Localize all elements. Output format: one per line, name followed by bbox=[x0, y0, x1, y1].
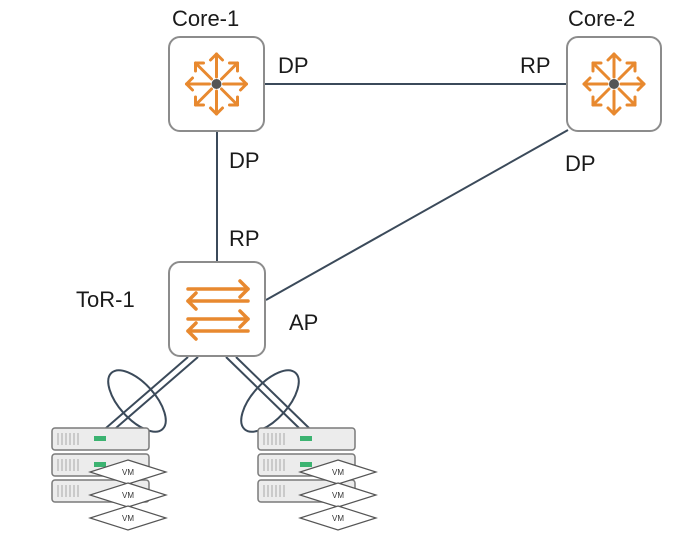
core1-label: Core-1 bbox=[172, 6, 240, 31]
router-arrows-icon bbox=[582, 52, 646, 116]
tor1-switch[interactable] bbox=[168, 261, 266, 357]
port-label-core2-down: DP bbox=[565, 151, 596, 176]
link-bundle-right bbox=[225, 356, 310, 433]
vm-label: VM bbox=[122, 491, 134, 500]
vm-label: VM bbox=[122, 468, 134, 477]
switch-arrows-icon bbox=[186, 279, 250, 341]
port-label-tor1-up: RP bbox=[229, 226, 260, 251]
vm-label: VM bbox=[332, 491, 344, 500]
server-stack-left: VM VM VM bbox=[51, 427, 168, 531]
port-label-core1-right: DP bbox=[278, 53, 309, 78]
port-label-core1-down: DP bbox=[229, 148, 260, 173]
tor1-label: ToR-1 bbox=[76, 287, 135, 312]
router-arrows-icon bbox=[185, 52, 248, 116]
port-label-core2-left: RP bbox=[520, 53, 551, 78]
vm-diamond-icon bbox=[298, 459, 378, 531]
link-bundle-left bbox=[105, 356, 199, 433]
port-label-tor1-right: AP bbox=[289, 310, 319, 335]
core2-label: Core-2 bbox=[568, 6, 636, 31]
vm-label: VM bbox=[122, 514, 134, 523]
vm-diamond-icon bbox=[88, 459, 168, 531]
vm-label: VM bbox=[332, 468, 344, 477]
vm-label: VM bbox=[332, 514, 344, 523]
core1-router[interactable] bbox=[168, 36, 265, 132]
server-stack-right: VM VM VM bbox=[257, 427, 378, 531]
link-core2-tor1 bbox=[265, 129, 569, 301]
core2-router[interactable] bbox=[566, 36, 662, 132]
